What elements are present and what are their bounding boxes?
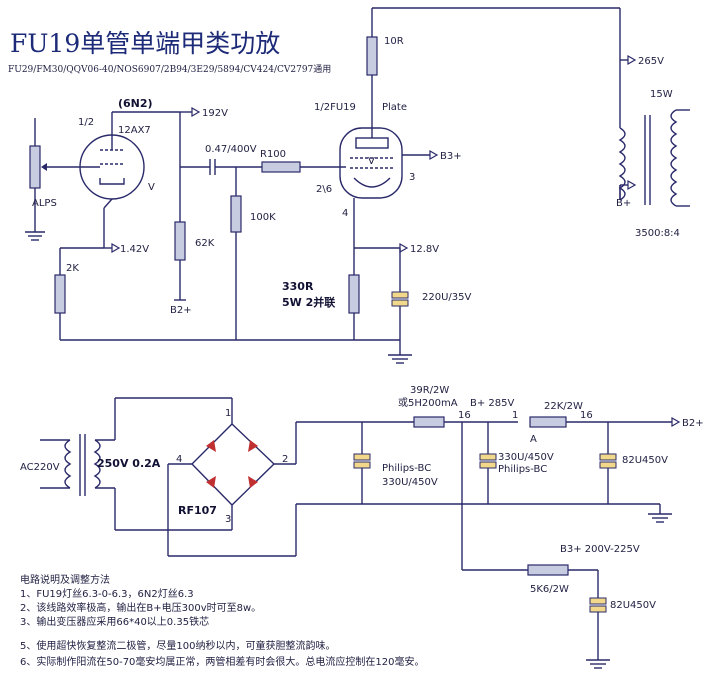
bplus-label: B+ bbox=[616, 198, 631, 209]
bridge-rectifier bbox=[191, 423, 276, 506]
tube2-pin3: 3 bbox=[409, 172, 415, 183]
note-6: 6、实际制作阳流在50-70毫安均属正常，两管相差有时会很大。总电流应控制在12… bbox=[20, 657, 425, 668]
br4-label: 4 bbox=[176, 454, 182, 465]
resistor-39r bbox=[413, 416, 445, 428]
w15-label: 15W bbox=[650, 89, 673, 100]
c3-label: 82U450V bbox=[622, 455, 668, 466]
cap-c2 bbox=[479, 453, 497, 461]
ratio-label: 3500:8:4 bbox=[635, 228, 680, 239]
tube2-pin4: 4 bbox=[342, 208, 348, 219]
r62k-label: 62K bbox=[195, 238, 215, 249]
n1a-label: 1 bbox=[512, 410, 518, 421]
tube-fu19 bbox=[339, 127, 403, 199]
resistor-22k bbox=[529, 416, 567, 428]
sec-label: 250V 0.2A bbox=[97, 457, 161, 470]
tube1-half: 1/2 bbox=[78, 117, 94, 128]
tube2-half: 1/2FU19 bbox=[314, 102, 356, 113]
c2a-label: 330U/450V bbox=[498, 452, 554, 463]
tube1-name: 12AX7 bbox=[118, 125, 151, 136]
r39b-label: 或5H200mA bbox=[398, 397, 458, 409]
resistor-10r bbox=[366, 36, 378, 76]
subtitle: FU29/FM30/QQV06-40/NOS6907/2B94/3E29/589… bbox=[8, 64, 331, 75]
c4-label: 82U450V bbox=[610, 600, 656, 611]
tube1-type: (6N2) bbox=[118, 97, 153, 110]
ac220-label: AC220V bbox=[20, 462, 60, 473]
note-3: 3、输出变压器应采用66*40以上0.35铁芯 bbox=[20, 617, 210, 628]
r100k-label: 100K bbox=[250, 212, 276, 223]
br3-label: 3 bbox=[225, 514, 231, 525]
c2b-label: Philips-BC bbox=[498, 464, 547, 475]
resistor-2k bbox=[54, 274, 66, 314]
resistor-62k bbox=[174, 221, 186, 261]
r2k-label: 2K bbox=[66, 263, 79, 274]
r330b-label: 5W 2并联 bbox=[282, 295, 335, 309]
b3plus-label: B3+ bbox=[440, 151, 462, 162]
alps-label: ALPS bbox=[32, 198, 57, 209]
tube-12ax7 bbox=[79, 134, 145, 200]
br1-label: 1 bbox=[225, 408, 231, 419]
tube1-v: V bbox=[148, 182, 155, 193]
r100-label: R100 bbox=[260, 149, 286, 160]
cap-220u bbox=[391, 291, 409, 299]
cap-c4 bbox=[589, 597, 607, 605]
output-transformer bbox=[618, 109, 690, 207]
r10r-label: 10R bbox=[384, 36, 404, 47]
resistor-100k bbox=[230, 195, 242, 233]
v265-label: 265V bbox=[638, 56, 664, 67]
tube2-plate: Plate bbox=[382, 102, 407, 113]
power-transformer bbox=[40, 434, 101, 496]
n16a-label: 16 bbox=[458, 410, 471, 421]
note-5: 5、使用超快恢复整流二极管，尽量100纳秒以内，可童获胆整流韵味。 bbox=[20, 641, 336, 652]
b2out-label: B2+ bbox=[682, 418, 704, 429]
tube2-v: V bbox=[368, 156, 375, 167]
c220-label: 220U/35V bbox=[422, 292, 472, 303]
note-1: 1、FU19灯丝6.3-0-6.3，6N2灯丝6.3 bbox=[20, 589, 194, 600]
resistor-r100 bbox=[261, 161, 301, 173]
c1a-label: Philips-BC bbox=[382, 463, 431, 474]
rf107-label: RF107 bbox=[178, 504, 217, 517]
b2plus-a-label: B2+ bbox=[170, 305, 192, 316]
notes-heading: 电路说明及调整方法 bbox=[20, 575, 110, 586]
c1b-label: 330U/450V bbox=[382, 477, 438, 488]
resistor-330r bbox=[348, 274, 360, 314]
r330-label: 330R bbox=[282, 280, 314, 293]
v192-label: 192V bbox=[202, 108, 228, 119]
tube2-pin26: 2\6 bbox=[316, 184, 332, 195]
v128-label: 12.8V bbox=[410, 244, 439, 255]
v142-label: 1.42V bbox=[120, 244, 149, 255]
cap047-label: 0.47/400V bbox=[205, 144, 257, 155]
cap-c3 bbox=[599, 453, 617, 461]
na-label: A bbox=[530, 434, 537, 445]
n16b-label: 16 bbox=[580, 410, 593, 421]
r5k6-label: 5K6/2W bbox=[530, 584, 569, 595]
title: FU19单管单端甲类功放 bbox=[10, 29, 280, 58]
r22k-label: 22K/2W bbox=[544, 401, 583, 412]
alps-potentiometer bbox=[25, 118, 80, 241]
note-2: 2、该线路效率极高，输出在B+电压300v时可至8w。 bbox=[20, 603, 262, 614]
br2-label: 2 bbox=[282, 454, 288, 465]
b3range-label: B3+ 200V-225V bbox=[560, 544, 640, 555]
bp285-label: B+ 285V bbox=[470, 398, 515, 409]
r39a-label: 39R/2W bbox=[410, 385, 449, 396]
cap-c1 bbox=[353, 453, 371, 461]
